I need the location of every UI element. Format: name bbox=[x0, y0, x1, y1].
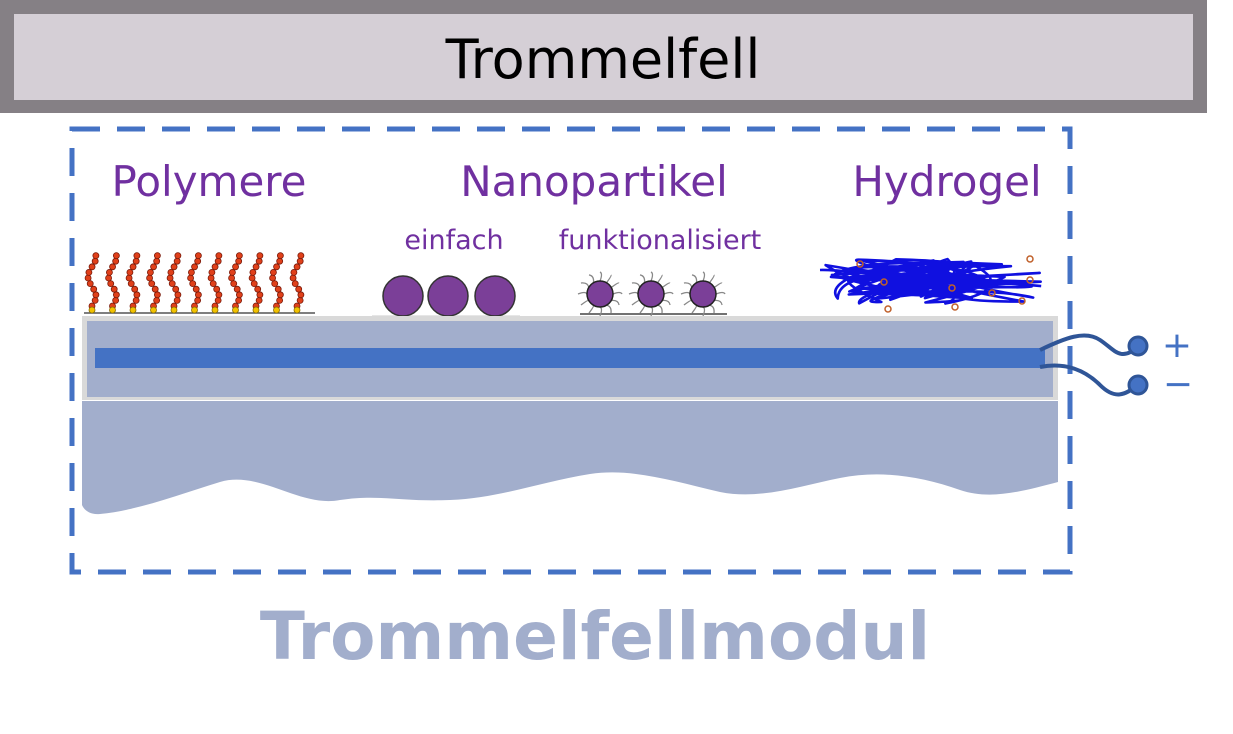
polymer-brushes bbox=[84, 252, 315, 314]
nanoparticle bbox=[474, 275, 516, 317]
polymer-chain bbox=[105, 252, 120, 314]
polymer-chain bbox=[166, 252, 182, 314]
functionalized-nanoparticles bbox=[577, 271, 727, 317]
polymer-chain bbox=[125, 252, 141, 314]
polymer-chain bbox=[84, 252, 100, 314]
module-label: Trommelfellmodul bbox=[260, 598, 930, 675]
label-functionalized: funktionalisiert bbox=[559, 225, 762, 256]
hydrogel-network bbox=[819, 255, 1042, 313]
electrical-connection bbox=[1039, 333, 1149, 397]
polymer-chain bbox=[269, 252, 284, 314]
polymer-chain bbox=[207, 252, 223, 314]
nanoparticle bbox=[382, 275, 424, 317]
header-title: Trommelfell bbox=[445, 28, 761, 91]
label-hydrogel: Hydrogel bbox=[852, 157, 1041, 206]
simple-nanoparticles bbox=[372, 275, 520, 317]
label-simple: einfach bbox=[404, 225, 503, 256]
functionalized-nanoparticle bbox=[628, 271, 674, 317]
polymer-chain bbox=[187, 252, 202, 314]
electrode bbox=[95, 348, 1045, 368]
nanoparticle bbox=[427, 275, 469, 317]
functionalized-nanoparticle bbox=[680, 271, 726, 317]
module-frame bbox=[69, 126, 1073, 575]
tissue-layer bbox=[82, 401, 1058, 515]
functionalized-nanoparticle bbox=[577, 271, 623, 317]
polymer-chain bbox=[248, 252, 264, 314]
terminal-plus-icon bbox=[1127, 335, 1149, 357]
header-panel bbox=[14, 14, 1193, 100]
minus-sign: − bbox=[1163, 364, 1193, 405]
polymer-chain bbox=[146, 252, 161, 314]
label-polymers: Polymere bbox=[112, 157, 307, 206]
terminal-minus-icon bbox=[1127, 374, 1149, 396]
plus-sign: + bbox=[1162, 325, 1192, 366]
polymer-chain bbox=[289, 252, 305, 314]
label-nanoparticles: Nanopartikel bbox=[460, 157, 728, 206]
polymer-chain bbox=[228, 252, 243, 314]
